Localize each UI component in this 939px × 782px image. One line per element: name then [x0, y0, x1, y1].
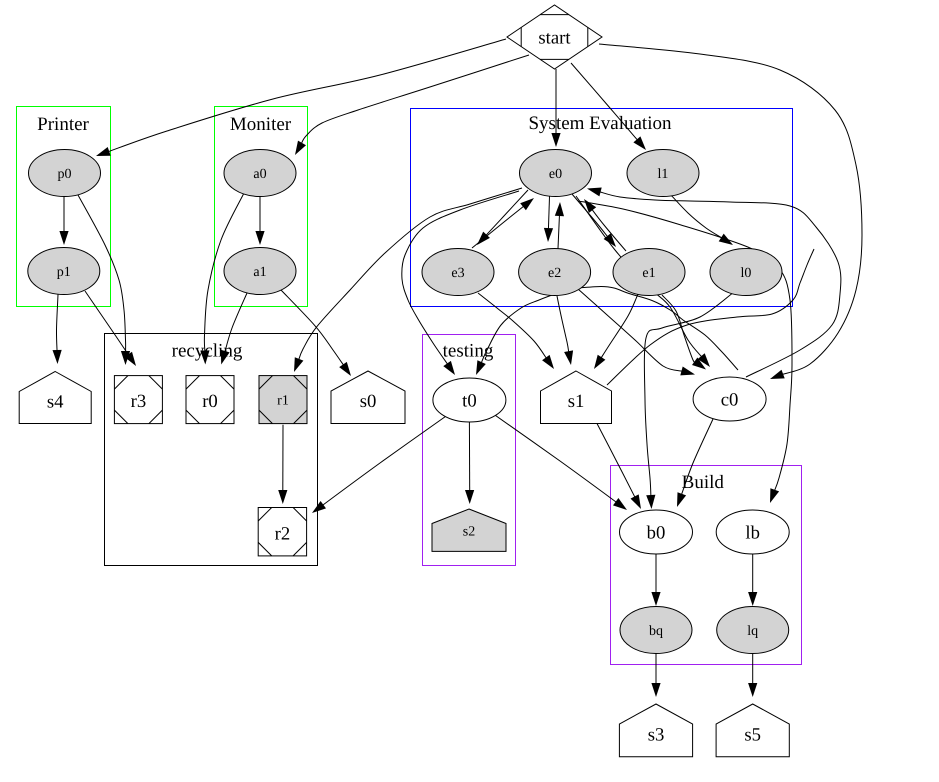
svg-text:testing: testing [443, 341, 494, 362]
svg-text:s3: s3 [648, 724, 665, 745]
svg-text:s0: s0 [360, 391, 377, 412]
svg-text:Moniter: Moniter [230, 114, 292, 135]
svg-text:bq: bq [649, 624, 663, 639]
svg-text:e0: e0 [549, 167, 562, 182]
svg-text:c0: c0 [721, 390, 739, 411]
svg-text:s4: s4 [47, 391, 64, 412]
svg-text:a0: a0 [253, 167, 266, 182]
svg-text:s1: s1 [568, 391, 585, 412]
svg-text:e2: e2 [548, 266, 561, 281]
svg-text:a1: a1 [253, 265, 266, 280]
svg-text:s5: s5 [744, 724, 761, 745]
svg-text:e3: e3 [451, 266, 464, 281]
svg-text:p1: p1 [57, 265, 71, 280]
svg-text:l0: l0 [741, 266, 752, 281]
svg-text:p0: p0 [58, 167, 72, 182]
svg-text:r3: r3 [131, 391, 147, 412]
svg-text:start: start [538, 28, 571, 49]
svg-text:b0: b0 [647, 523, 666, 544]
svg-text:r0: r0 [202, 391, 218, 412]
svg-text:Printer: Printer [37, 114, 89, 135]
svg-text:lb: lb [745, 523, 760, 544]
svg-text:r2: r2 [275, 523, 291, 544]
svg-text:Build: Build [682, 472, 725, 493]
svg-text:t0: t0 [462, 391, 477, 412]
svg-text:l1: l1 [658, 167, 669, 182]
svg-text:e1: e1 [642, 266, 655, 281]
svg-text:s2: s2 [463, 525, 475, 540]
svg-text:System Evaluation: System Evaluation [528, 113, 672, 134]
svg-text:r1: r1 [277, 394, 289, 409]
svg-text:lq: lq [747, 624, 758, 639]
